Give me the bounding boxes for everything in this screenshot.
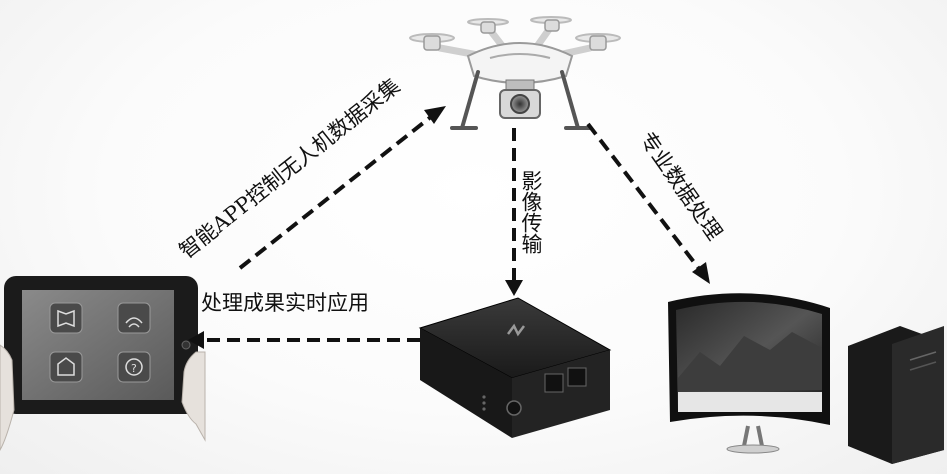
label-realtime-application: 处理成果实时应用 <box>201 291 369 315</box>
arrow-box-to-tablet <box>188 331 420 349</box>
monitor-image <box>668 293 830 454</box>
processing-box-image <box>418 297 612 438</box>
arrow-drone-to-box <box>505 128 523 296</box>
help-icon <box>125 358 143 376</box>
label-image-transmission: 影像传输 <box>519 170 543 254</box>
label-app-control: 智能APP控制无人机数据采集 <box>175 74 405 264</box>
wifi-icon <box>125 317 143 328</box>
svg-text:?: ? <box>131 362 137 375</box>
map-icon <box>57 309 75 328</box>
arrow-app-to-drone <box>238 106 446 270</box>
tower-pc-image <box>848 326 944 464</box>
arrow-drone-to-workstation <box>586 122 710 284</box>
label-professional-processing: 专业数据处理 <box>635 127 727 244</box>
tablet-image: ? <box>0 276 206 451</box>
drone-image <box>409 16 621 130</box>
building-icon <box>57 357 75 376</box>
